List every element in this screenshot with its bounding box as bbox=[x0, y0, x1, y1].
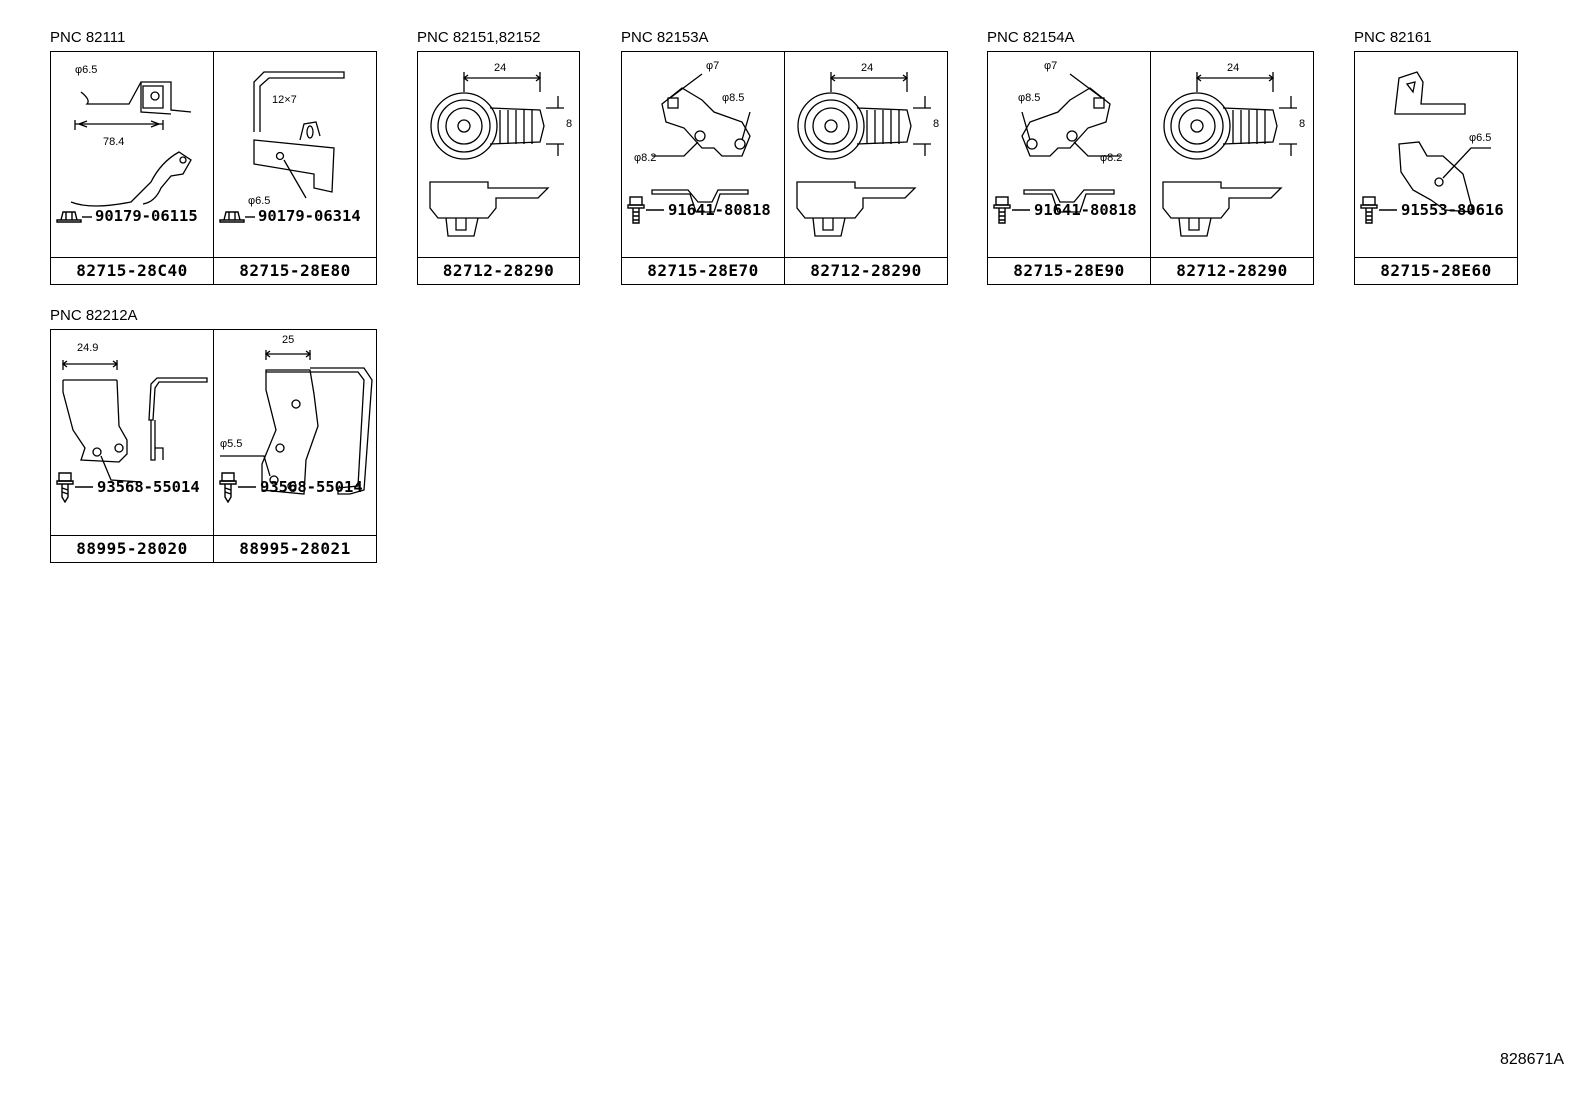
bracket-drawing bbox=[253, 71, 345, 199]
dimension-label: φ7 bbox=[1044, 60, 1058, 72]
bracket-drawing bbox=[70, 81, 192, 207]
part-number[interactable]: 82715-28E70 bbox=[622, 257, 785, 284]
fastener-callout: 91641-80818 bbox=[992, 195, 1137, 225]
part-number[interactable]: 88995-28021 bbox=[214, 535, 376, 562]
bolt-icon bbox=[993, 196, 1030, 224]
fastener-part-number: 91553-80616 bbox=[1401, 201, 1504, 219]
parts-box: φ6.5 78.4 90179-06115 12×7 φ6.5 bbox=[50, 51, 377, 285]
clip-drawing bbox=[796, 72, 931, 237]
bracket-drawing bbox=[1021, 73, 1120, 213]
bolt-icon bbox=[627, 196, 664, 224]
part-cell[interactable]: 24 8 bbox=[785, 52, 948, 257]
part-cell[interactable]: 24.9 93568-55014 bbox=[51, 330, 214, 535]
clip-drawing bbox=[1162, 72, 1297, 237]
part-cell[interactable]: 24 8 bbox=[418, 52, 579, 257]
part-number[interactable]: 82715-28C40 bbox=[51, 257, 214, 284]
part-number[interactable]: 82715-28E60 bbox=[1355, 257, 1517, 284]
pnc-label: PNC 82153A bbox=[621, 29, 709, 46]
part-number[interactable]: 88995-28020 bbox=[51, 535, 214, 562]
fastener-callout: 90179-06115 bbox=[55, 207, 198, 225]
clip-drawing bbox=[429, 72, 564, 237]
dimension-label: φ5.5 bbox=[220, 438, 243, 450]
dimension-label: 24 bbox=[1227, 62, 1240, 74]
pnc-label: PNC 82151,82152 bbox=[417, 29, 541, 46]
fastener-callout: 93568-55014 bbox=[218, 471, 363, 503]
part-cell[interactable]: 25 φ5.5 93568-55014 bbox=[214, 330, 377, 535]
fastener-part-number: 93568-55014 bbox=[260, 478, 363, 496]
bracket-drawing bbox=[220, 350, 373, 495]
fastener-callout: 90179-06314 bbox=[218, 207, 361, 225]
part-number[interactable]: 82712-28290 bbox=[1151, 257, 1313, 284]
dimension-label: φ8.5 bbox=[1018, 92, 1041, 104]
tapping-bolt-icon bbox=[56, 472, 93, 503]
parts-box: φ7 φ8.5 φ8.2 91641-80818 bbox=[621, 51, 948, 285]
bracket-drawing bbox=[1394, 71, 1491, 213]
fastener-part-number: 91641-80818 bbox=[1034, 201, 1137, 219]
dimension-label: 8 bbox=[566, 118, 573, 130]
fastener-part-number: 91641-80818 bbox=[668, 201, 771, 219]
parts-box: 24.9 93568-55014 25 φ5.5 bbox=[50, 329, 377, 563]
part-number[interactable]: 82712-28290 bbox=[785, 257, 947, 284]
bracket-drawing bbox=[61, 360, 208, 483]
part-cell[interactable]: φ7 φ8.5 φ8.2 91641-80818 bbox=[988, 52, 1151, 257]
parts-box: φ6.5 91553-80616 82715-28E60 bbox=[1354, 51, 1518, 285]
part-cell[interactable]: 12×7 φ6.5 90179-06314 bbox=[214, 52, 377, 257]
part-cell[interactable]: φ6.5 91553-80616 bbox=[1355, 52, 1517, 257]
flange-nut-icon bbox=[219, 211, 255, 223]
dimension-label: 24 bbox=[494, 62, 507, 74]
dimension-label: φ6.5 bbox=[1469, 132, 1492, 144]
dimension-label: 8 bbox=[933, 118, 940, 130]
part-number[interactable]: 82715-28E80 bbox=[214, 257, 376, 284]
fastener-part-number: 90179-06115 bbox=[95, 207, 198, 225]
fastener-callout: 93568-55014 bbox=[55, 471, 200, 503]
tapping-bolt-icon bbox=[219, 472, 256, 503]
part-number[interactable]: 82715-28E90 bbox=[988, 257, 1151, 284]
pnc-label: PNC 82161 bbox=[1354, 29, 1432, 46]
bolt-icon bbox=[1360, 196, 1397, 224]
pnc-label: PNC 82212A bbox=[50, 307, 138, 324]
parts-box: φ7 φ8.5 φ8.2 91641-80818 bbox=[987, 51, 1314, 285]
diagram-id: 828671A bbox=[1499, 1051, 1564, 1068]
pnc-label: PNC 82111 bbox=[50, 29, 126, 46]
part-cell[interactable]: φ6.5 78.4 90179-06115 bbox=[51, 52, 214, 257]
fastener-callout: 91553-80616 bbox=[1359, 195, 1504, 225]
dimension-label: φ6.5 bbox=[75, 64, 98, 76]
dimension-label: φ7 bbox=[706, 60, 720, 72]
flange-nut-icon bbox=[56, 211, 92, 223]
part-cell[interactable]: 24 8 bbox=[1151, 52, 1314, 257]
dimension-label: φ8.2 bbox=[634, 152, 657, 164]
part-number[interactable]: 82712-28290 bbox=[418, 257, 579, 284]
dimension-label: 12×7 bbox=[272, 94, 297, 106]
dimension-label: 24 bbox=[861, 62, 874, 74]
bracket-drawing bbox=[651, 73, 751, 213]
dimension-label: φ8.2 bbox=[1100, 152, 1123, 164]
dimension-label: 25 bbox=[282, 334, 295, 346]
dimension-label: φ8.5 bbox=[722, 92, 745, 104]
pnc-label: PNC 82154A bbox=[987, 29, 1075, 46]
fastener-part-number: 93568-55014 bbox=[97, 478, 200, 496]
dimension-label: 8 bbox=[1299, 118, 1306, 130]
fastener-part-number: 90179-06314 bbox=[258, 207, 361, 225]
dimension-label: φ6.5 bbox=[248, 195, 271, 207]
part-cell[interactable]: φ7 φ8.5 φ8.2 91641-80818 bbox=[622, 52, 785, 257]
dimension-label: 24.9 bbox=[77, 342, 99, 354]
fastener-callout: 91641-80818 bbox=[626, 195, 771, 225]
dimension-label: 78.4 bbox=[103, 136, 125, 148]
parts-box: 24 8 82712-28290 bbox=[417, 51, 580, 285]
